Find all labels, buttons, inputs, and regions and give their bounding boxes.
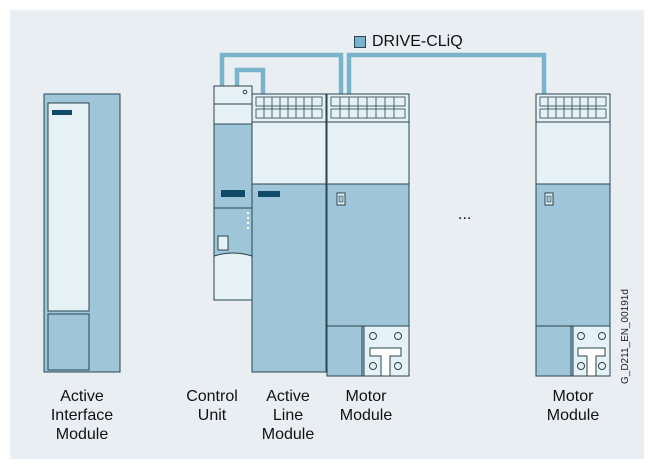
aim-terminal-cover (47, 313, 90, 371)
label-motor-module-1: Motor Module (339, 388, 393, 424)
mm1-terminal-screw-2 (394, 332, 402, 340)
mm1-terminal-screw-1 (369, 332, 377, 340)
drive-cliq-link-cu-to-alm (219, 52, 344, 94)
aim-front-panel (47, 102, 90, 312)
active-line-module (251, 93, 327, 373)
mm2-terminal-screw-3 (577, 362, 585, 370)
mm2-connector-pins (539, 96, 607, 119)
ellipsis: ... (458, 206, 472, 223)
cu-screw (242, 89, 248, 95)
motor-module-2 (535, 93, 611, 377)
label-active-line-module: Active Line Module (261, 388, 315, 443)
cu-card-slot (217, 235, 229, 251)
control-unit (213, 85, 253, 301)
mm2-terminal-screw-2 (598, 332, 606, 340)
mm1-terminal-screw-3 (369, 362, 377, 370)
drive-cliq-connections (219, 52, 547, 94)
label-motor-module-2: Motor Module (546, 388, 600, 424)
mm2-terminal-screw-4 (598, 362, 606, 370)
alm-display (258, 191, 280, 197)
cu-leds (247, 212, 249, 229)
mm1-terminal-clamp (369, 347, 402, 377)
mm1-connector-strip (326, 93, 410, 123)
alm-connector-pins (255, 96, 323, 119)
mm1-status-led (338, 195, 344, 203)
aim-display (52, 110, 72, 115)
mm1-connector-pins (330, 96, 406, 119)
alm-light-panel (251, 121, 327, 185)
mm1-light-panel (326, 121, 410, 185)
active-interface-module (43, 93, 121, 373)
cu-display (221, 190, 245, 197)
label-control-unit: Control Unit (186, 388, 238, 424)
drive-cliq-link-cu-short (234, 67, 266, 94)
mm2-terminal-clamp (577, 347, 606, 377)
drawing-id: G_D211_EN_00191d (620, 289, 631, 384)
mm2-terminal-screw-1 (577, 332, 585, 340)
cu-cover (213, 252, 253, 301)
drive-cliq-link-alm-to-mm1 (346, 52, 547, 94)
mm1-terminal-screw-4 (394, 362, 402, 370)
drive-cliq-swatch-icon (354, 36, 366, 48)
mm2-light-panel (535, 121, 611, 185)
motor-module-1 (326, 93, 410, 377)
cu-top-cover (213, 85, 253, 125)
legend-label: DRIVE-CLiQ (372, 33, 463, 50)
label-active-interface-module: Active Interface Module (50, 388, 114, 443)
mm2-status-led (546, 195, 552, 203)
